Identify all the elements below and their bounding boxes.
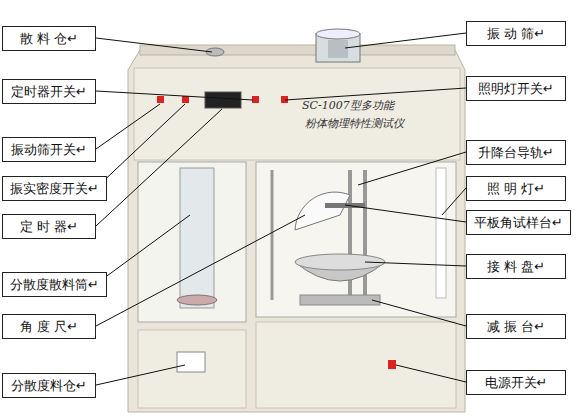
callout-text: 角 度 尺↵ bbox=[20, 318, 78, 336]
callout-box: 分散度料仓↵ bbox=[2, 373, 96, 398]
sieve-top bbox=[316, 29, 360, 39]
callout-box: 振动筛开关↵ bbox=[2, 137, 96, 162]
power-switch bbox=[388, 360, 396, 369]
callout-text: 升降台导轨↵ bbox=[478, 144, 554, 162]
angle-ruler bbox=[295, 192, 350, 230]
callout-text: 平板角试样台↵ bbox=[474, 214, 563, 232]
lamp bbox=[436, 168, 446, 298]
callout-text: 分散度散料筒↵ bbox=[10, 276, 99, 294]
right-window bbox=[256, 162, 456, 317]
sieve-inner bbox=[328, 40, 348, 58]
callout-box: 角 度 尺↵ bbox=[2, 314, 96, 339]
callout-text: 电源开关↵ bbox=[485, 374, 548, 392]
dispersion-drawer bbox=[138, 330, 246, 408]
damping-table bbox=[300, 295, 380, 305]
timer-display bbox=[205, 92, 241, 108]
callout-text: 接 料 盘↵ bbox=[487, 258, 545, 276]
callout-box: 升降台导轨↵ bbox=[466, 140, 566, 165]
callout-box: 分散度散料筒↵ bbox=[2, 272, 107, 297]
lower-cabinet bbox=[256, 322, 456, 408]
left-window bbox=[138, 162, 246, 322]
callout-text: 分散度料仓↵ bbox=[11, 377, 87, 395]
switch bbox=[157, 96, 164, 103]
model-label: SC-1007型多功能 bbox=[302, 98, 394, 113]
callout-text: 定时器开关↵ bbox=[11, 83, 87, 101]
switch bbox=[182, 96, 189, 103]
callout-text: 振 动 筛↵ bbox=[487, 25, 545, 43]
callout-box: 定 时 器↵ bbox=[2, 214, 96, 239]
callout-box: 振 动 筛↵ bbox=[466, 21, 566, 46]
lift-rail bbox=[363, 170, 367, 300]
drawer-window bbox=[177, 352, 205, 372]
callout-box: 定时器开关↵ bbox=[2, 79, 96, 104]
callout-box: 平板角试样台↵ bbox=[466, 210, 571, 235]
callout-box: 振实密度开关↵ bbox=[2, 176, 107, 201]
leader-lines bbox=[96, 33, 466, 385]
dispersion-cylinder bbox=[180, 168, 214, 308]
callout-box: 照 明 灯↵ bbox=[466, 176, 566, 201]
callout-box: 减 振 台↵ bbox=[466, 314, 566, 339]
callout-text: 散 料 仓↵ bbox=[20, 30, 78, 48]
callout-text: 减 振 台↵ bbox=[487, 318, 545, 336]
callout-box: 照明灯开关↵ bbox=[466, 76, 566, 101]
switch bbox=[252, 96, 259, 103]
model-label: 粉体物理特性测试仪 bbox=[305, 116, 404, 131]
callout-text: 振实密度开关↵ bbox=[10, 180, 99, 198]
instrument-body bbox=[128, 50, 465, 412]
callout-box: 电源开关↵ bbox=[466, 370, 566, 395]
top-plate bbox=[140, 45, 455, 55]
callout-box: 接 料 盘↵ bbox=[466, 254, 566, 279]
callout-box: 散 料 仓↵ bbox=[2, 26, 96, 51]
callout-text: 定 时 器↵ bbox=[20, 218, 78, 236]
callout-text: 照 明 灯↵ bbox=[487, 180, 545, 198]
dispersion-dish bbox=[177, 295, 217, 305]
control-panel bbox=[134, 68, 460, 160]
callout-text: 照明灯开关↵ bbox=[478, 80, 554, 98]
callout-text: 振动筛开关↵ bbox=[11, 141, 87, 159]
